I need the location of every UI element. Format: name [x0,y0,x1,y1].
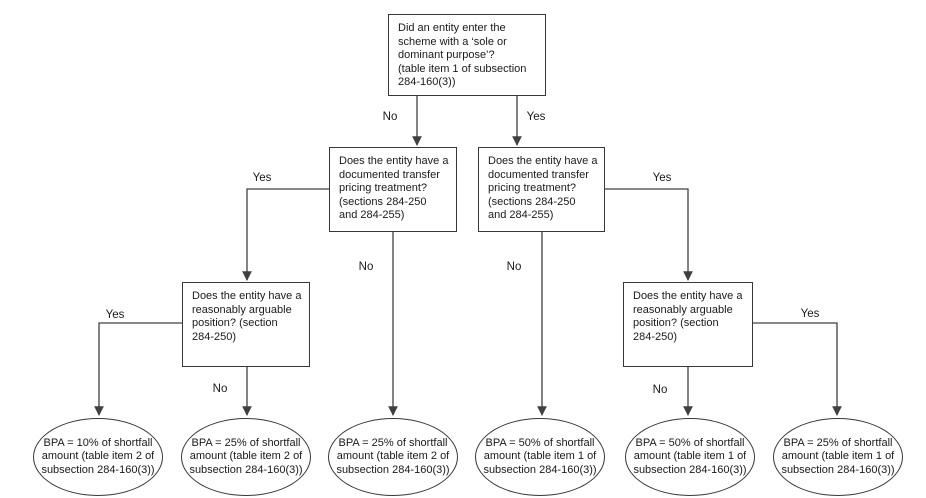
edge-label-docright-yes: Yes [650,172,674,184]
edge-label-rapleft-yes: Yes [103,309,127,321]
outcome-bpa-50-item1-left: BPA = 50% of shortfall amount (table ite… [475,418,605,496]
edge-docright-yes [605,188,693,281]
outcome-bpa-25-item1-right: BPA = 25% of shortfall amount (table ite… [773,418,903,496]
edge-label-docleft-yes: Yes [250,172,274,184]
edge-label-scheme-yes: Yes [524,111,548,123]
edge-label-rapright-no: No [650,384,670,396]
edge-label-scheme-no: No [380,111,400,123]
decision-documented-treatment-right: Does the entity have a documented transf… [478,147,605,232]
edge-label-docright-no: No [504,261,524,273]
outcome-bpa-25-item2-mid: BPA = 25% of shortfall amount (table ite… [328,418,458,496]
edge-label-rapleft-no: No [210,383,230,395]
edge-rapleft-yes [94,322,182,416]
outcome-bpa-50-item1-mid: BPA = 50% of shortfall amount (table ite… [625,418,755,496]
decision-reasonably-arguable-right: Does the entity have a reasonably arguab… [623,282,753,367]
edge-rapright-yes [753,322,842,416]
edge-docleft-yes [242,188,329,281]
outcome-bpa-25-item2-left: BPA = 25% of shortfall amount (table ite… [181,418,311,496]
edge-label-docleft-no: No [356,261,376,273]
decision-reasonably-arguable-left: Does the entity have a reasonably arguab… [182,282,310,367]
decision-documented-treatment-left: Does the entity have a documented transf… [329,147,457,232]
edge-label-rapright-yes: Yes [798,308,822,320]
decision-sole-dominant-purpose: Did an entity enter the scheme with a ‘s… [388,14,546,96]
outcome-bpa-10-item2: BPA = 10% of shortfall amount (table ite… [33,418,163,496]
